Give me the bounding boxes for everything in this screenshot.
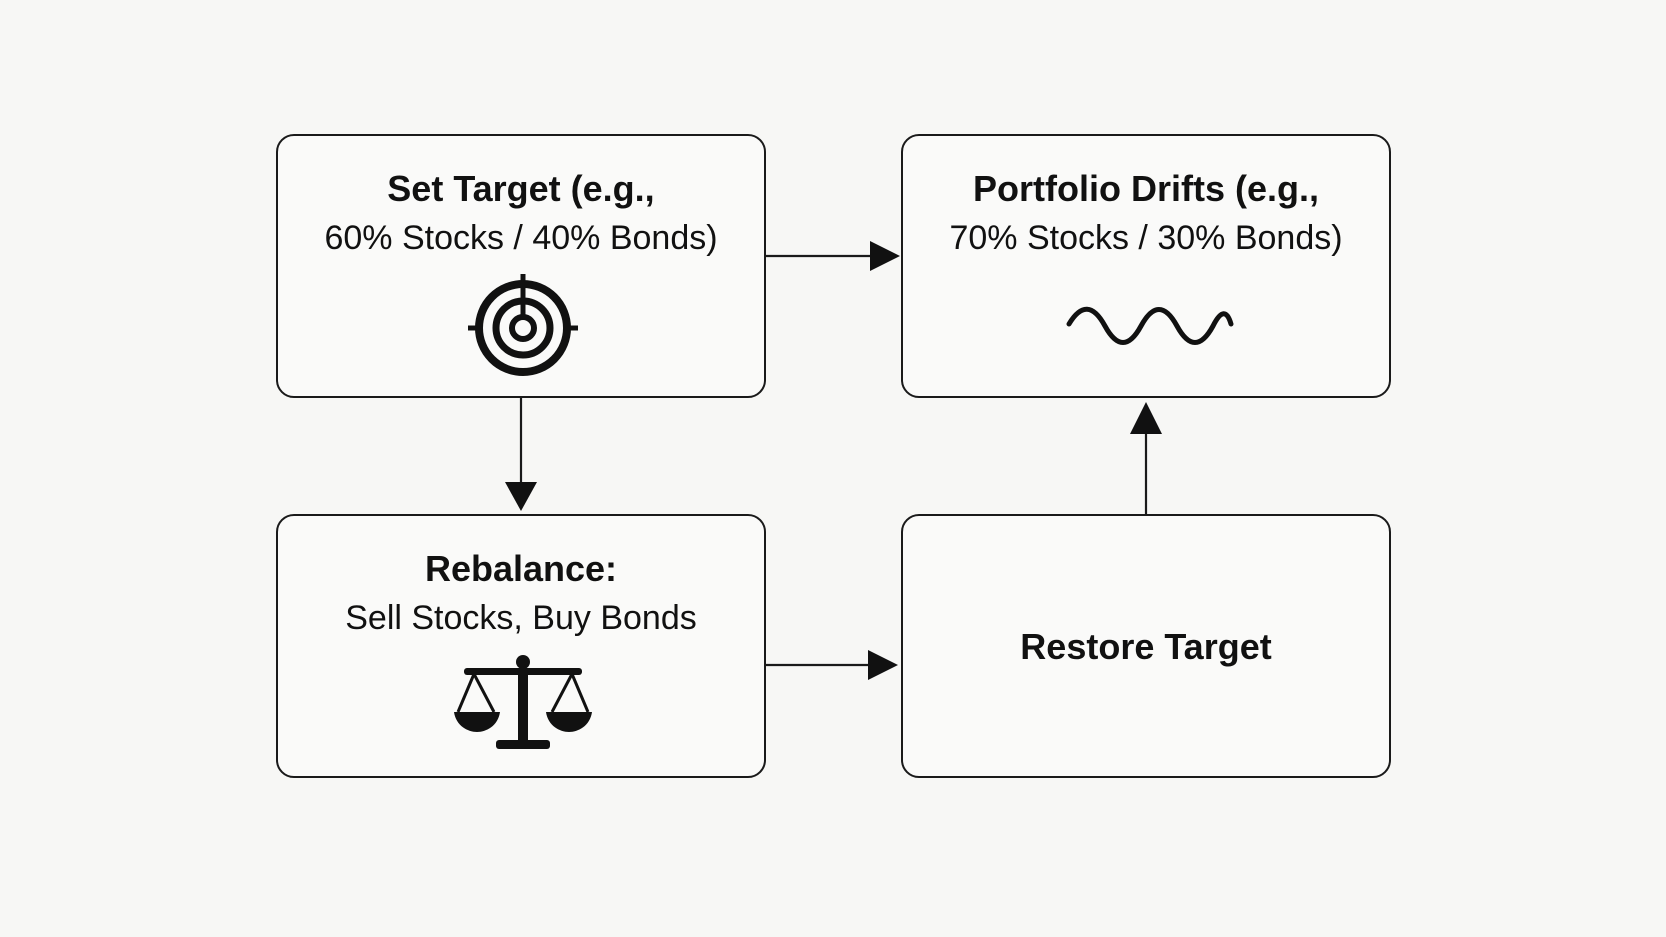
arrow-rebalance-to-restore-target [766, 650, 898, 680]
arrow-set-target-to-portfolio-drifts [766, 241, 900, 271]
wave-icon [1066, 306, 1234, 345]
arrow-set-target-to-rebalance [505, 398, 537, 511]
node-set-target: Set Target (e.g., 60% Stocks / 40% Bonds… [276, 134, 766, 398]
node-set-target-title: Set Target (e.g., [387, 168, 655, 209]
node-restore-target-title: Restore Target [1020, 626, 1272, 667]
node-rebalance-title: Rebalance: [424, 548, 618, 589]
node-portfolio-drifts: Portfolio Drifts (e.g., 70% Stocks / 30%… [901, 134, 1391, 398]
node-rebalance-subtitle: Sell Stocks, Buy Bonds [345, 599, 697, 637]
balance-scale-icon [454, 655, 592, 749]
arrow-restore-target-to-portfolio-drifts [1130, 402, 1162, 514]
node-set-target-subtitle: 60% Stocks / 40% Bonds) [324, 219, 718, 257]
target-icon [468, 274, 578, 376]
node-rebalance: Rebalance: Sell Stocks, Buy Bonds [276, 514, 766, 778]
node-portfolio-drifts-title: Portfolio Drifts (e.g., [973, 168, 1319, 209]
node-portfolio-drifts-subtitle: 70% Stocks / 30% Bonds) [949, 219, 1343, 257]
node-restore-target: Restore Target [901, 514, 1391, 778]
